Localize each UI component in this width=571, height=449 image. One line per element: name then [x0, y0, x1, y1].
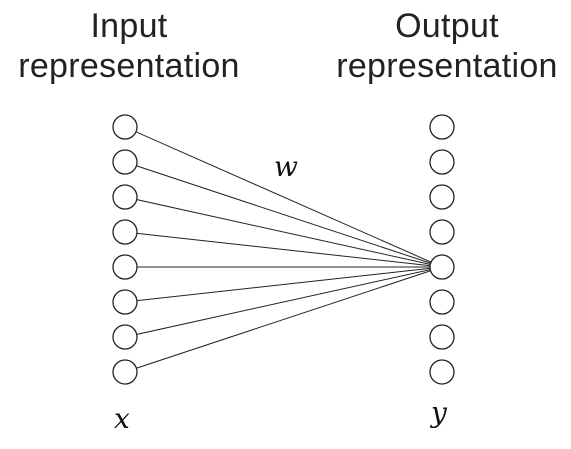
output-node-4: [429, 219, 455, 245]
weight-label: w: [274, 150, 298, 183]
input-node-7: [112, 324, 138, 350]
output-node-5: [429, 254, 455, 280]
input-node-1: [112, 114, 138, 140]
input-representation-title: Input representation: [14, 6, 244, 86]
output-title-line1: Output: [395, 7, 499, 45]
input-variable-label: x: [114, 402, 130, 435]
connection-line-8: [124, 266, 443, 373]
connection-line-4: [124, 231, 443, 268]
output-node-7: [429, 324, 455, 350]
input-node-2: [112, 149, 138, 175]
input-node-8: [112, 359, 138, 385]
connection-line-3: [124, 196, 443, 268]
input-node-4: [112, 219, 138, 245]
output-variable-label: y: [431, 396, 447, 429]
output-title-line2: representation: [336, 47, 558, 85]
connection-lines: [124, 126, 443, 373]
output-node-8: [429, 359, 455, 385]
input-node-5: [112, 254, 138, 280]
input-title-line1: Input: [90, 7, 168, 45]
input-title-line2: representation: [18, 47, 240, 85]
connection-line-6: [124, 266, 443, 303]
connection-line-7: [124, 266, 443, 338]
output-nodes: [429, 114, 455, 385]
input-nodes: [112, 114, 138, 385]
input-node-6: [112, 289, 138, 315]
output-representation-title: Output representation: [327, 6, 567, 86]
input-node-3: [112, 184, 138, 210]
connection-line-1: [124, 126, 443, 268]
output-node-2: [429, 149, 455, 175]
output-node-6: [429, 289, 455, 315]
connection-line-2: [124, 161, 443, 268]
output-node-3: [429, 184, 455, 210]
output-node-1: [429, 114, 455, 140]
